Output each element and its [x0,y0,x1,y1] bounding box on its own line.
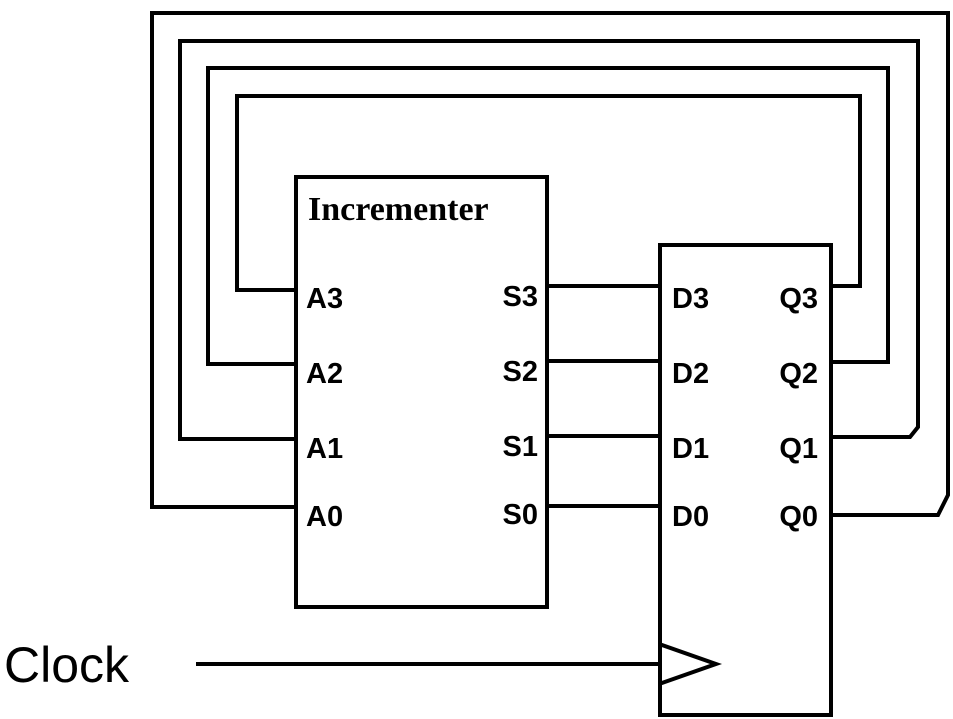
pin-a1: A1 [306,433,343,465]
pin-a2: A2 [306,358,343,390]
register-box [658,243,833,717]
pin-d3: D3 [672,283,709,315]
wire-q1-a1 [178,39,920,441]
pin-q1: Q1 [779,433,818,465]
pin-s3: S3 [503,281,538,313]
clock-triangle-icon [659,642,723,686]
pin-q3: Q3 [779,283,818,315]
incrementer-box [294,175,549,609]
pin-s0: S0 [503,499,538,531]
pin-q2: Q2 [779,358,818,390]
feedback-wires [150,11,950,517]
data-wires [544,284,662,508]
incrementer-block: Incrementer A3 A2 A1 A0 S3 S2 S1 S0 [294,175,549,609]
pin-a0: A0 [306,501,343,533]
pin-d2: D2 [672,358,709,390]
wire-q2-a2 [206,66,890,366]
pin-s2: S2 [503,356,538,388]
pin-q0: Q0 [779,501,818,533]
wire-q3-a3 [235,94,862,292]
pin-d0: D0 [672,501,709,533]
pin-d1: D1 [672,433,709,465]
pin-a3: A3 [306,283,343,315]
clock-label: Clock [4,637,130,693]
wire-q0-a0 [150,11,950,517]
incrementer-title: Incrementer [308,191,489,228]
register-block: D3 D2 D1 D0 Q3 Q2 Q1 Q0 [658,243,833,717]
pin-s1: S1 [503,431,538,463]
